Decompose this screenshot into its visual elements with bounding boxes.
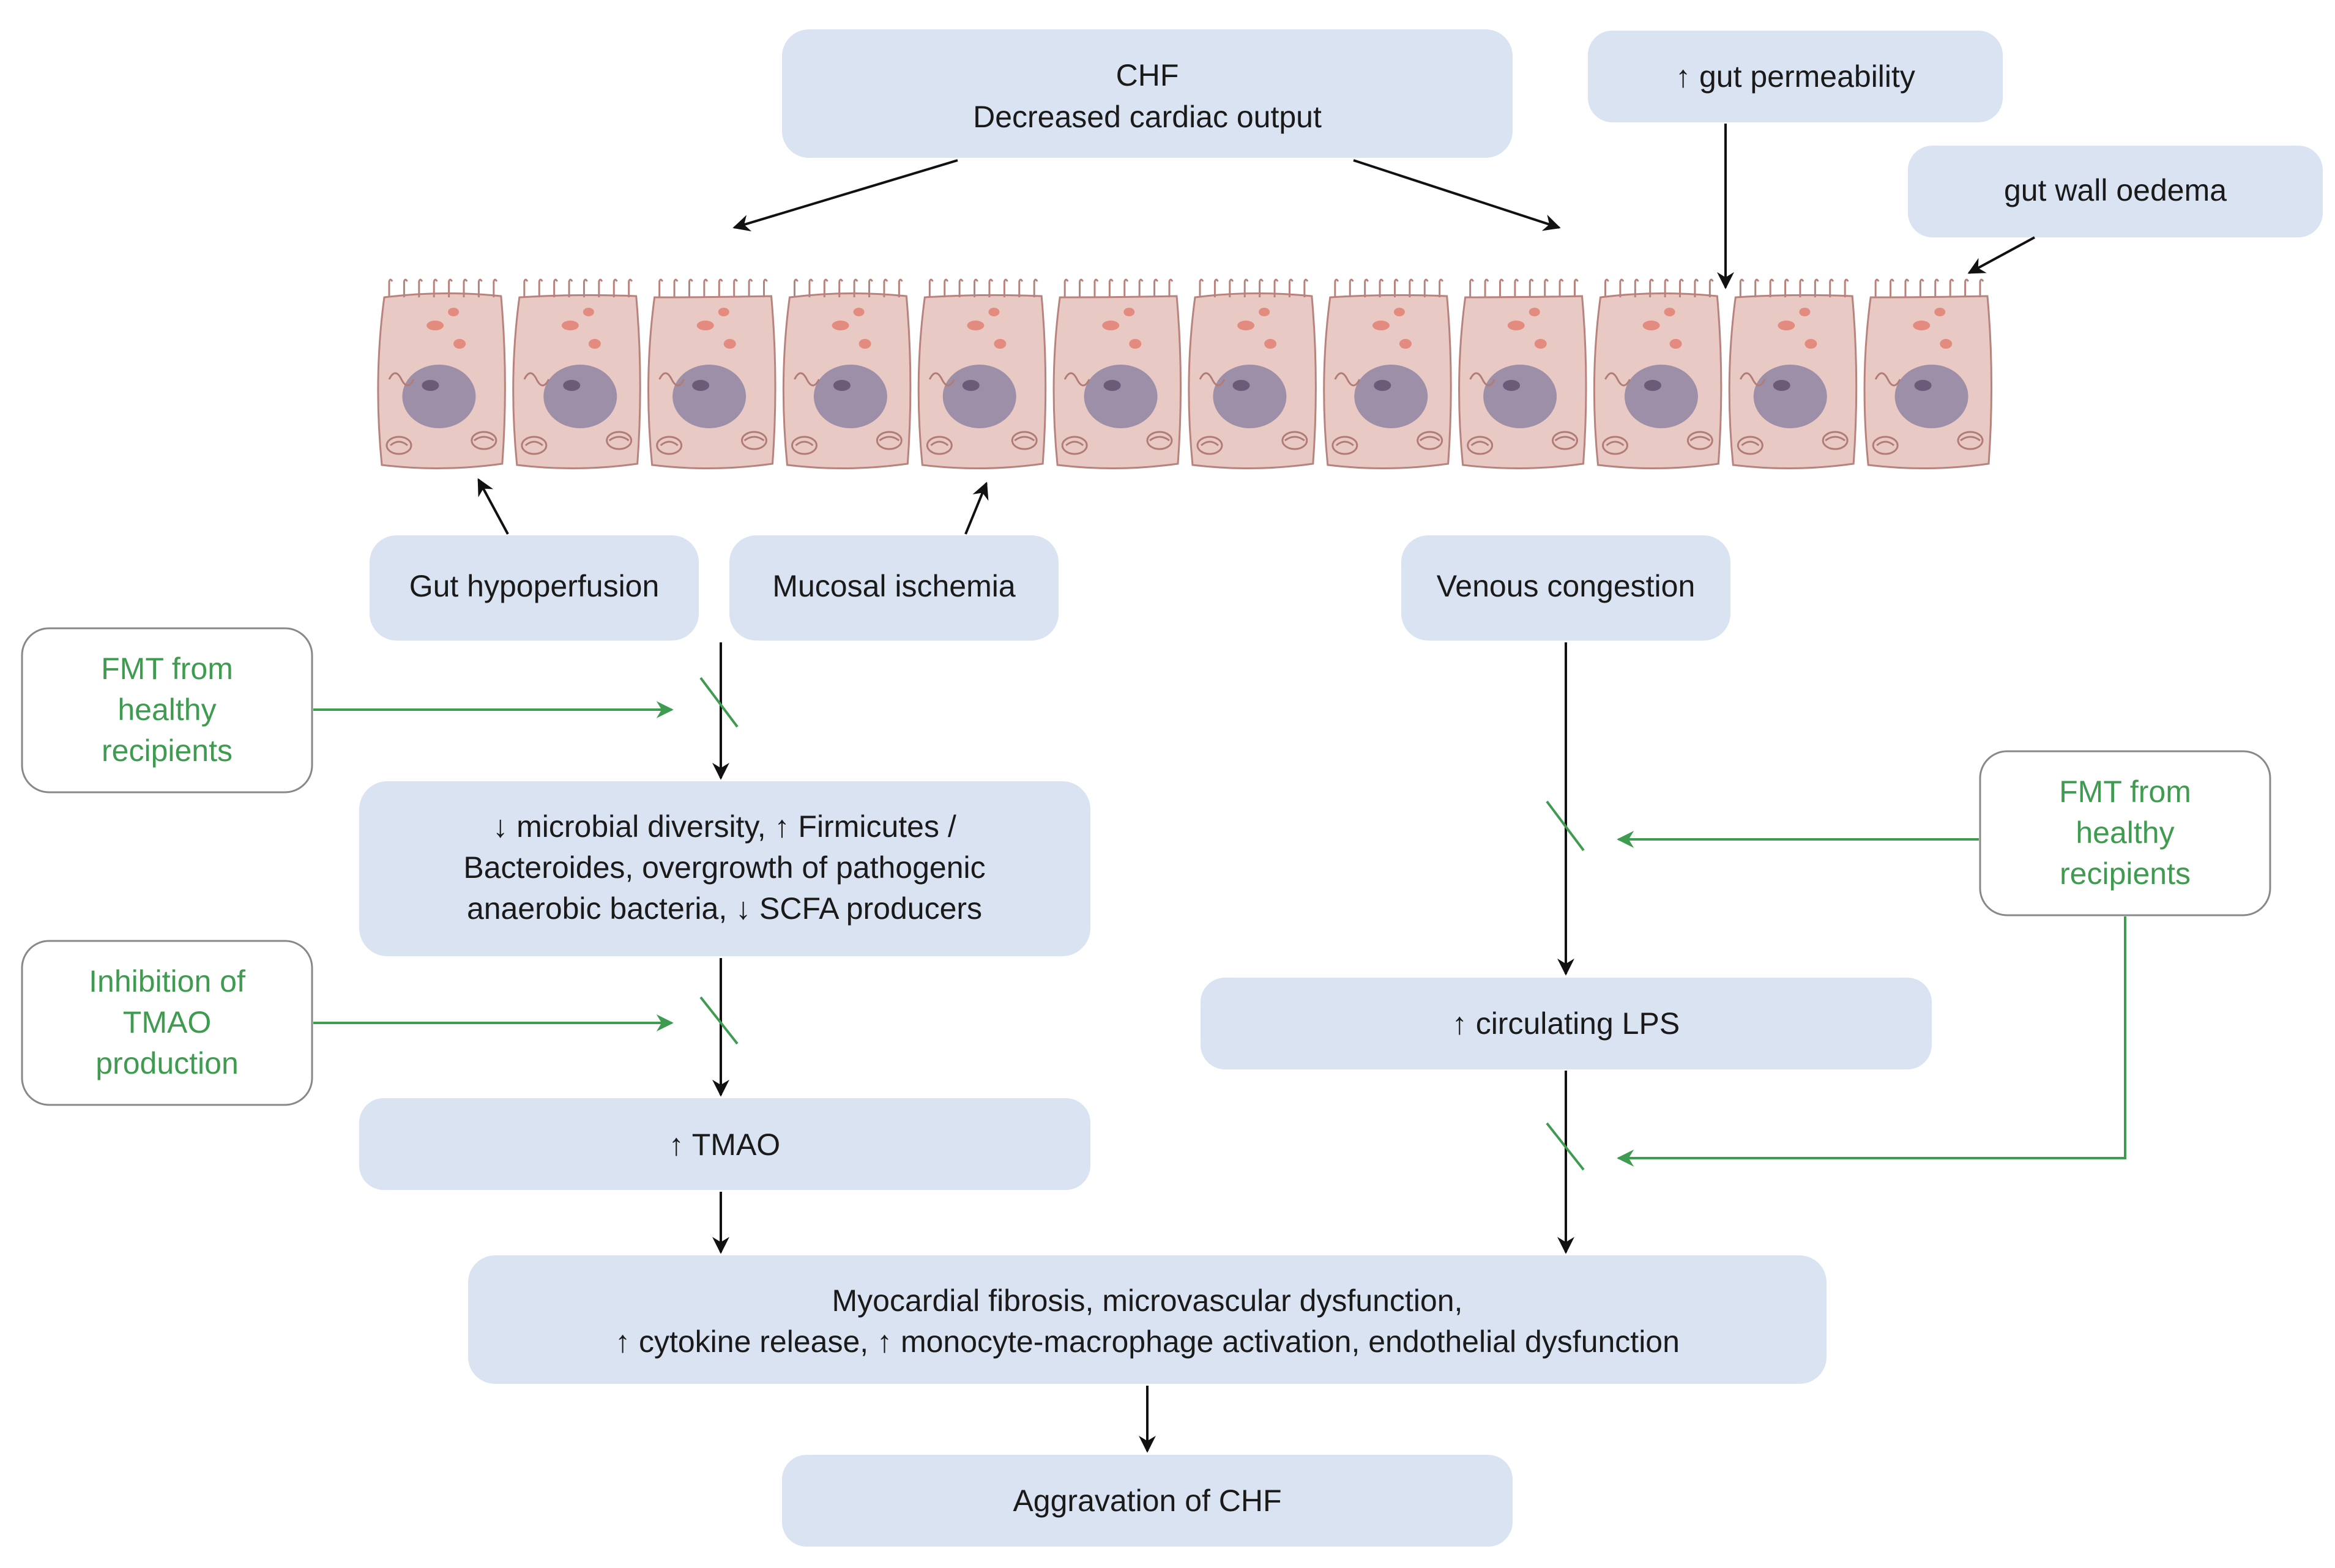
inhibition-line-3: production [95, 1046, 239, 1080]
fmt-right-box: FMT from healthy recipients [1979, 750, 2271, 916]
gut-permeability-box: ↑ gut permeability [1588, 31, 2003, 122]
gut-hypoperfusion-box: Gut hypoperfusion [370, 535, 699, 641]
green-inhibition-arrows [313, 677, 2126, 1171]
epithelial-cell [1863, 278, 1993, 470]
black-arrows [477, 124, 2035, 1453]
chf-subtitle: Decreased cardiac output [973, 100, 1322, 134]
inhibition-box: Inhibition of TMAO production [21, 940, 313, 1106]
epithelial-cell [1458, 278, 1587, 470]
gut-wall-oedema-label: gut wall oedema [2004, 173, 2227, 207]
microbial-box: ↓ microbial diversity, ↑ Firmicutes / Ba… [359, 781, 1090, 956]
epithelial-cell [1593, 278, 1722, 470]
block-mark-lps-lower [1546, 1122, 1585, 1171]
microbial-line-3: anaerobic bacteria, ↓ SCFA producers [467, 891, 982, 926]
epithelial-cell [1728, 278, 1858, 470]
chf-title: CHF [1116, 58, 1179, 92]
block-mark-lps-upper [1546, 800, 1585, 852]
microbial-line-1: ↓ microbial diversity, ↑ Firmicutes / [493, 809, 956, 844]
myocardial-line-1: Myocardial fibrosis, microvascular dysfu… [832, 1284, 1463, 1318]
myocardial-line-2: ↑ cytokine release, ↑ monocyte-macrophag… [615, 1325, 1680, 1359]
epithelial-cell [1188, 278, 1317, 470]
epithelial-cell [512, 278, 641, 470]
aggravation-box: Aggravation of CHF [782, 1455, 1513, 1547]
fmt-right-line-1: FMT from [2059, 775, 2191, 809]
gut-permeability-label: ↑ gut permeability [1675, 59, 1915, 94]
block-mark-tmao [699, 996, 739, 1045]
tmao-label: ↑ TMAO [669, 1128, 780, 1162]
intestinal-epithelium [377, 278, 1993, 470]
arrow-ischemia-to-epithelium [964, 481, 989, 535]
fmt-left-line-2: healthy [117, 693, 216, 727]
fmt-right-line-2: healthy [2076, 816, 2174, 850]
microbial-line-2: Bacteroides, overgrowth of pathogenic [463, 850, 985, 885]
epithelial-cell [1052, 278, 1182, 470]
arrow-oedema-to-epithelium [1967, 236, 2035, 274]
arrow-fmt-right-inhibit-lower [1617, 916, 2126, 1167]
epithelial-cell [647, 278, 776, 470]
chf-box: CHF Decreased cardiac output [782, 29, 1513, 158]
lps-box: ↑ circulating LPS [1201, 978, 1932, 1069]
myocardial-box: Myocardial fibrosis, microvascular dysfu… [468, 1255, 1827, 1384]
fmt-left-box: FMT from healthy recipients [21, 627, 313, 793]
fmt-left-line-3: recipients [102, 734, 233, 768]
venous-congestion-box: Venous congestion [1401, 535, 1730, 641]
inhibition-line-2: TMAO [123, 1005, 211, 1039]
lps-label: ↑ circulating LPS [1452, 1006, 1680, 1041]
epithelial-cell [917, 278, 1047, 470]
inhibition-line-1: Inhibition of [89, 964, 245, 998]
venous-congestion-label: Venous congestion [1437, 569, 1696, 603]
aggravation-label: Aggravation of CHF [1013, 1484, 1281, 1518]
arrow-hypoperfusion-to-epithelium [477, 478, 509, 535]
arrow-chf-to-right-epithelium [1353, 159, 1561, 231]
gut-hypoperfusion-label: Gut hypoperfusion [409, 569, 660, 603]
block-mark-microbial [699, 677, 739, 728]
mucosal-ischemia-label: Mucosal ischemia [772, 569, 1016, 603]
epithelial-cell [377, 278, 506, 470]
epithelial-cell [782, 278, 912, 470]
gut-wall-oedema-box: gut wall oedema [1908, 146, 2323, 237]
fmt-left-line-1: FMT from [101, 652, 233, 686]
epithelial-cell [1323, 278, 1452, 470]
arrow-chf-to-left-epithelium [732, 159, 958, 232]
fmt-right-line-3: recipients [2060, 856, 2191, 891]
mucosal-ischemia-box: Mucosal ischemia [729, 535, 1059, 641]
tmao-box: ↑ TMAO [359, 1098, 1090, 1190]
